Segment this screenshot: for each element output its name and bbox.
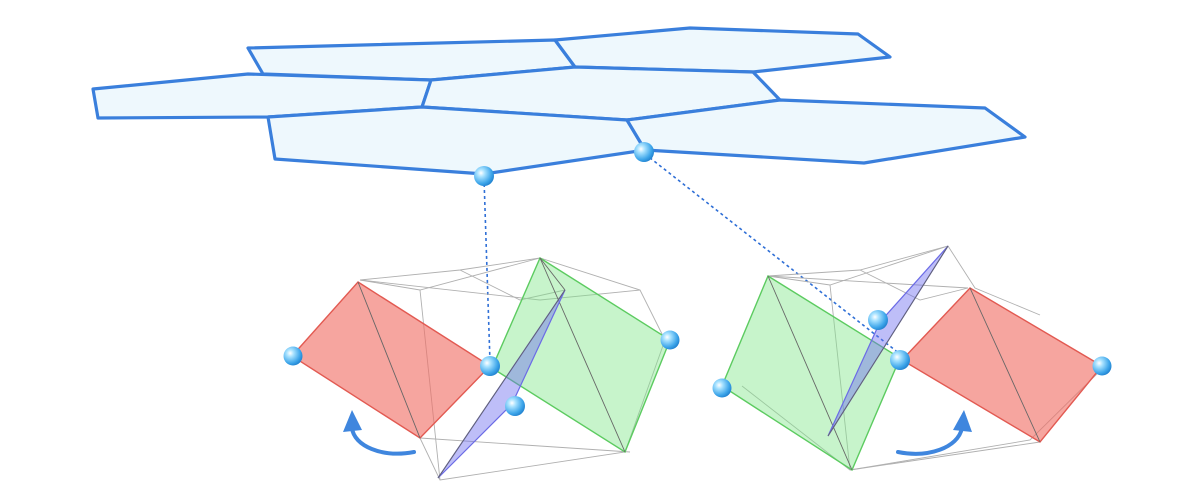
left-red-plane (290, 281, 492, 439)
right-red-plane (900, 287, 1104, 443)
right-rotation-arrow (896, 410, 972, 456)
nodes (283, 142, 1112, 416)
sheet-node (634, 142, 654, 162)
left-blue-plane (437, 289, 566, 479)
left-green-plane (491, 256, 671, 454)
left-node (660, 330, 680, 350)
left-structure (290, 256, 671, 481)
right-blue-plane (827, 245, 949, 437)
hexagon-sheet (91, 26, 1027, 176)
connector-line-right (644, 153, 901, 355)
left-node (505, 396, 525, 416)
left-rotation-arrow (343, 410, 416, 456)
left-node (480, 356, 500, 376)
left-node (283, 346, 303, 366)
sheet-node (474, 166, 494, 186)
right-green-plane (721, 274, 901, 472)
left-wireframe (359, 257, 666, 481)
right-node (712, 378, 732, 398)
hexagon-tile (553, 26, 892, 74)
right-structure (721, 245, 1106, 472)
right-node (1092, 356, 1112, 376)
connector-line-left (483, 177, 491, 363)
right-node (890, 350, 910, 370)
right-node (868, 310, 888, 330)
hexagon-tile (266, 105, 647, 176)
